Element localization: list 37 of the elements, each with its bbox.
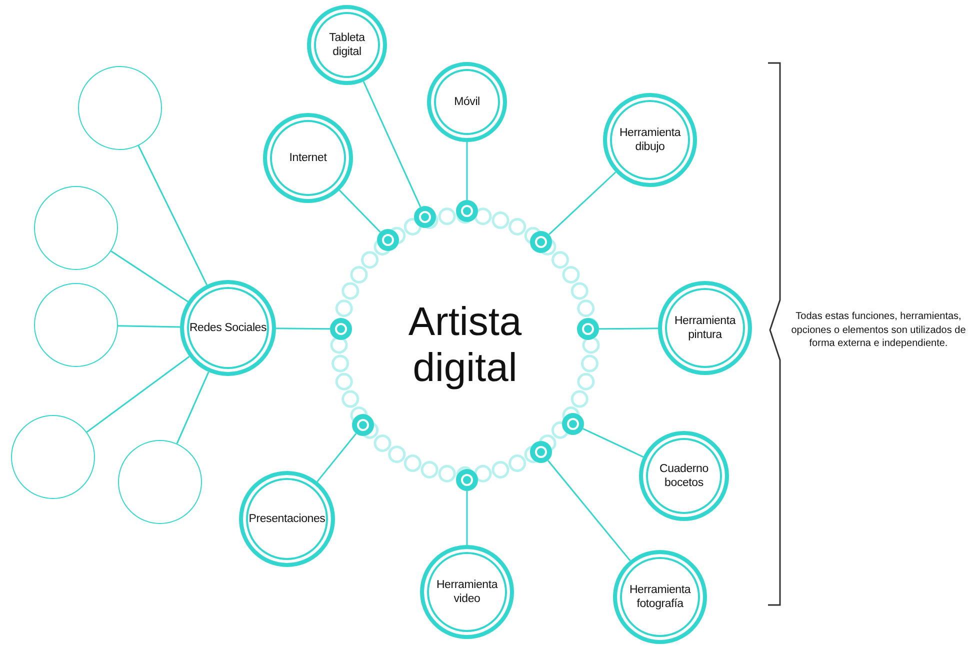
node-label: Herramienta pintura xyxy=(673,314,737,342)
connector-line xyxy=(466,491,468,545)
connector-line xyxy=(276,328,330,330)
connector-dot xyxy=(352,414,374,436)
connector-line xyxy=(547,460,631,562)
connector-dot xyxy=(530,231,552,253)
connector-line xyxy=(338,190,381,233)
connector-line xyxy=(176,372,210,444)
node-label: Cuaderno bocetos xyxy=(658,462,710,490)
connector-line xyxy=(362,81,422,208)
connector-line xyxy=(118,325,180,328)
connector-line xyxy=(548,172,616,236)
node-label: Artista digital xyxy=(407,299,523,391)
connector-dot xyxy=(562,413,584,435)
note-text: Todas estas funciones, herramientas, opciones o elementos son utilizados de forma externa e independiente. xyxy=(790,310,967,350)
connector-line xyxy=(599,328,658,330)
node-label: Herramienta fotografía xyxy=(628,582,692,612)
connector-line xyxy=(110,250,188,302)
connector-dot xyxy=(377,229,399,251)
connector-line xyxy=(316,433,357,482)
node-label: Móvil xyxy=(453,94,481,110)
node-label: Presentaciones xyxy=(248,512,326,526)
connector-line xyxy=(86,356,190,433)
connector-line xyxy=(466,142,468,200)
node-label: Tableta digital xyxy=(328,30,366,60)
node-label: Internet xyxy=(288,150,328,166)
connector-dot xyxy=(530,441,552,463)
connector-dot xyxy=(330,318,352,340)
node-label: Herramienta dibujo xyxy=(618,126,682,154)
node-label: Herramienta video xyxy=(435,578,499,606)
node-label: Redes Sociales xyxy=(188,320,268,336)
connector-dot xyxy=(456,200,478,222)
connector-line xyxy=(582,428,644,458)
connector-dot xyxy=(456,469,478,491)
connector-dot xyxy=(577,318,599,340)
connector-dot xyxy=(414,206,436,228)
connector-line xyxy=(138,145,208,286)
